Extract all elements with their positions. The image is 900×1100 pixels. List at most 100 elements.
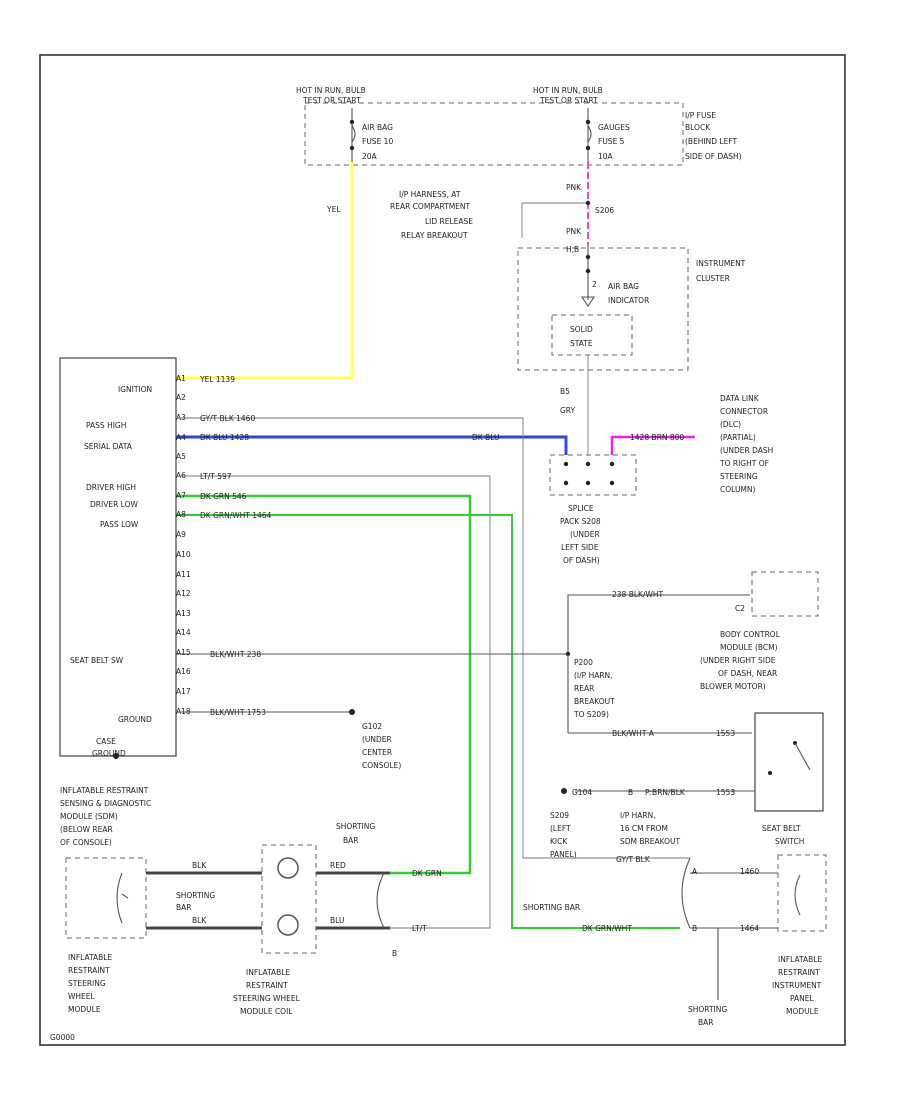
dlc-label-1: DATA LINK	[720, 394, 760, 403]
ip-pin-b: B	[692, 924, 697, 933]
fuse-right-2: FUSE 5	[598, 137, 625, 146]
sdm-pin: A9	[176, 530, 186, 539]
hot-left-2: TEST OR START	[302, 96, 361, 105]
ip-shorting-bar: SHORTING BAR	[523, 903, 580, 912]
p200-connector: P200 (I/P HARN, REAR BREAKOUT TO S209) B…	[565, 651, 752, 738]
s209-4: PANEL)	[550, 850, 577, 859]
sdm-pin-list: A1A2A3A4A5A6A7A8A9A10A11A12A13A14A15A16A…	[176, 374, 191, 716]
sdm-pin: A15	[176, 648, 191, 657]
splice-2: PACK S208	[560, 517, 601, 526]
s206: S206	[595, 206, 614, 215]
fuse-location-3: (BEHIND LEFT	[685, 137, 738, 146]
harness-label-4: RELAY BREAKOUT	[401, 231, 468, 240]
s209-1: S209	[550, 811, 569, 820]
sw-module-4: WHEEL	[68, 992, 96, 1001]
sw-top-shorting-2: BAR	[343, 836, 359, 845]
hot-right-1: HOT IN RUN, BULB	[533, 86, 603, 95]
fuse-location-4: SIDE OF DASH)	[685, 152, 742, 161]
harness-label-2: REAR COMPARTMENT	[390, 202, 471, 211]
sdm-pin: A2	[176, 393, 186, 402]
wire-label-belt: BLK/WHT 238	[210, 650, 261, 659]
g104: G104	[572, 788, 592, 797]
seat-belt-pin: B	[628, 788, 633, 797]
coil-a: RED	[330, 861, 346, 870]
sdm-pin: A3	[176, 413, 186, 422]
sdm-label-driver-high: DRIVER HIGH	[86, 483, 136, 492]
sw-shorting-2: BAR	[176, 903, 192, 912]
fuse-right-1: GAUGES	[598, 123, 630, 132]
sdm-title-5: OF CONSOLE)	[60, 838, 112, 847]
p200-4: BREAKOUT	[574, 697, 615, 706]
harness-breakout: I/P HARNESS, AT REAR COMPARTMENT LID REL…	[390, 183, 614, 254]
pnk-2: PNK	[566, 227, 582, 236]
cluster-wire-2: GRY	[560, 406, 576, 415]
blue-wire	[176, 435, 568, 455]
instrument-cluster: INSTRUMENT CLUSTER 2 AIR BAG INDICATOR S…	[517, 245, 746, 455]
splice-4: LEFT SIDE	[561, 543, 599, 552]
splice-pack: DK BLU 1428 BRN 800 SPLICE PACK S208 (UN…	[472, 394, 773, 565]
seat-belt-label-1: SEAT BELT	[762, 824, 801, 833]
seat-belt-code: 1553	[716, 788, 735, 797]
sdm-pin: A16	[176, 667, 191, 676]
sdm-pin: A5	[176, 452, 186, 461]
indicator-label-2: INDICATOR	[608, 296, 649, 305]
p200-2: (I/P HARN,	[574, 671, 613, 680]
sw-top-shorting-1: SHORTING	[336, 822, 375, 831]
sdm-title-1: INFLATABLE RESTRAINT	[60, 786, 149, 795]
seat-harness-3: SDM BREAKOUT	[620, 837, 681, 846]
coil-b: BLU	[330, 916, 344, 925]
p200-3: REAR	[574, 684, 594, 693]
sdm-module: A1A2A3A4A5A6A7A8A9A10A11A12A13A14A15A16A…	[59, 357, 191, 847]
cluster-label-1: INSTRUMENT	[696, 259, 746, 268]
yel-label: YEL	[326, 205, 341, 214]
sdm-pin: A14	[176, 628, 191, 637]
sdm-label-driver-low: DRIVER LOW	[90, 500, 138, 509]
dlc-label-4: (PARTIAL)	[720, 433, 756, 442]
coil-label-3: STEERING WHEEL	[233, 994, 301, 1003]
wire-pass-high	[176, 417, 690, 859]
steering-wheel-area: BLK BLK SHORTING BAR RED BLU SHORTING BA…	[65, 822, 442, 1016]
sw-module-1: INFLATABLE	[68, 953, 112, 962]
sdm-title-2: SENSING & DIAGNOSTIC	[60, 799, 151, 808]
ip-label-4: PANEL	[790, 994, 815, 1003]
sdm-case-2: GROUND	[92, 749, 126, 758]
ip-wire-top: GY/T BLK	[616, 855, 651, 864]
fuse-location-1: I/P FUSE	[685, 111, 716, 120]
dk-blu-label: DK BLU	[472, 433, 500, 442]
sw-module-2: RESTRAINT	[68, 966, 110, 975]
ip-shorting-low-1: SHORTING	[688, 1005, 727, 1014]
hot-right-2: TEST OR START	[539, 96, 598, 105]
sdm-pin: A6	[176, 471, 186, 480]
wire-label-ground: BLK/WHT 1753	[210, 708, 266, 717]
fuse-left-2: FUSE 10	[362, 137, 393, 146]
harness-pin: H,B	[566, 245, 579, 254]
splice-1: SPLICE	[568, 504, 594, 513]
ground-label-2: (UNDER	[362, 735, 392, 744]
ip-label-2: RESTRAINT	[778, 968, 820, 977]
seat-harness-2: 16 CM FROM	[620, 824, 668, 833]
sdm-label-ground: GROUND	[118, 715, 152, 724]
splice-3: (UNDER	[570, 530, 600, 539]
sdm-case-1: CASE	[96, 737, 116, 746]
coil-label-2: RESTRAINT	[246, 981, 288, 990]
wire-lt-t	[176, 475, 491, 929]
coil-label-4: MODULE COIL	[240, 1007, 293, 1016]
sdm-title-4: (BELOW REAR	[60, 825, 113, 834]
ip-pin-a: A	[692, 867, 698, 876]
dlc-label-6: TO RIGHT OF	[719, 459, 769, 468]
b-label: B	[392, 949, 397, 958]
bcm-label-2: MODULE (BCM)	[720, 643, 778, 652]
bcm-label-4: OF DASH, NEAR	[718, 669, 777, 678]
sdm-label-pass-low: PASS LOW	[100, 520, 139, 529]
sw-shorting-1: SHORTING	[176, 891, 215, 900]
bcm-label-3: (UNDER RIGHT SIDE	[700, 656, 776, 665]
bcm-wire: 238 BLK/WHT	[612, 590, 664, 599]
sw-module-5: MODULE	[68, 1005, 101, 1014]
dlc-label-7: STEERING	[720, 472, 758, 481]
fuse-right-3: 10A	[598, 152, 614, 161]
dlc-label-2: CONNECTOR	[720, 407, 768, 416]
sdm-pin: A17	[176, 687, 191, 696]
sdm-label-seat-belt: SEAT BELT SW	[70, 656, 124, 665]
sw-module-3: STEERING	[68, 979, 106, 988]
